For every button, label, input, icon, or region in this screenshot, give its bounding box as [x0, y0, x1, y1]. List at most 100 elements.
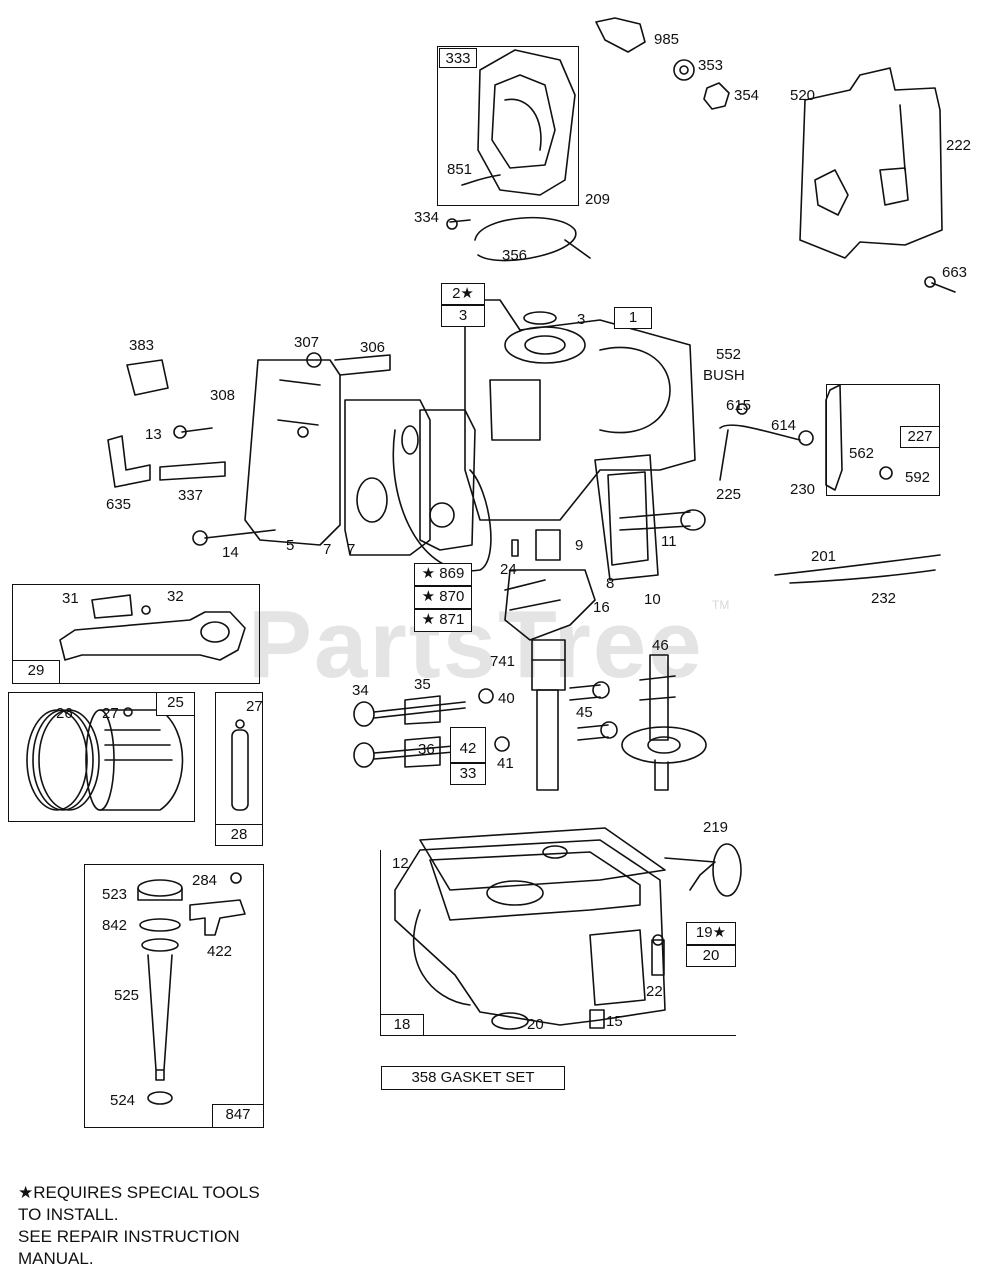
- box-18: 18: [380, 1014, 424, 1036]
- box-333: 333: [439, 48, 477, 68]
- callout-34: 34: [352, 682, 369, 699]
- footnote-line-3: SEE REPAIR INSTRUCTION: [18, 1227, 240, 1246]
- callout-354: 354: [734, 87, 760, 104]
- box-2: 2★: [441, 283, 485, 305]
- gasket-set-label: 358 GASKET SET: [381, 1066, 565, 1090]
- callout-7a: 7: [323, 541, 332, 558]
- footnote: ★REQUIRES SPECIAL TOOLS TO INSTALL. SEE …: [18, 1182, 260, 1270]
- callout-592: 592: [905, 469, 931, 486]
- callout-46: 46: [652, 637, 669, 654]
- control-bracket-drawing: [799, 67, 943, 259]
- callout-985: 985: [654, 31, 680, 48]
- box-19: 19★: [686, 922, 736, 945]
- piston-frame: [8, 692, 195, 822]
- callout-bush: BUSH: [703, 367, 745, 384]
- callout-10: 10: [644, 591, 661, 608]
- watermark: PartsTree: [248, 591, 704, 698]
- callout-842: 842: [102, 917, 128, 934]
- box-25: 25: [156, 692, 195, 716]
- callout-356: 356: [502, 247, 528, 264]
- box-20: 20: [686, 945, 736, 967]
- connecting-rod-drawing: [59, 594, 246, 661]
- callout-40: 40: [498, 690, 515, 707]
- callout-334: 334: [414, 209, 440, 226]
- callout-219: 219: [703, 819, 729, 836]
- box-869: ★ 869: [414, 563, 472, 586]
- box-870: ★ 870: [414, 586, 472, 609]
- callout-35: 35: [414, 676, 431, 693]
- callout-15: 15: [606, 1013, 623, 1030]
- callout-523: 523: [102, 886, 128, 903]
- box-1: 1: [614, 307, 652, 329]
- callout-614: 614: [771, 417, 797, 434]
- callout-20: 20: [527, 1016, 544, 1033]
- callout-201: 201: [811, 548, 837, 565]
- footnote-line-1: ★REQUIRES SPECIAL TOOLS: [18, 1183, 260, 1202]
- callout-32: 32: [167, 588, 184, 605]
- callout-284: 284: [192, 872, 218, 889]
- wrist-pin-frame: [215, 692, 263, 846]
- callout-222: 222: [946, 137, 972, 154]
- callout-16: 16: [593, 599, 610, 616]
- callout-741: 741: [490, 653, 516, 670]
- box-847: 847: [212, 1104, 264, 1128]
- box-28: 28: [215, 824, 263, 846]
- callout-9: 9: [575, 537, 584, 554]
- callout-353: 353: [698, 57, 724, 74]
- footnote-line-4: MANUAL.: [18, 1249, 94, 1268]
- callout-41: 41: [497, 755, 514, 772]
- box-3: 3: [441, 305, 485, 327]
- callout-7b: 7: [347, 541, 356, 558]
- box-42: 42: [450, 727, 486, 763]
- callout-11: 11: [661, 533, 677, 550]
- callout-307: 307: [294, 334, 320, 351]
- oil-sump-drawing: [394, 839, 666, 1030]
- ignition-coil-drawing: [461, 49, 576, 196]
- box-871: ★ 871: [414, 609, 472, 632]
- callout-422: 422: [207, 943, 233, 960]
- callout-552: 552: [716, 346, 742, 363]
- callout-524: 524: [110, 1092, 136, 1109]
- callout-308: 308: [210, 387, 236, 404]
- box-227: 227: [900, 426, 940, 448]
- dipstick-drawing: [137, 872, 246, 1105]
- callout-337: 337: [178, 487, 204, 504]
- callout-306: 306: [360, 339, 386, 356]
- dipstick-frame: [84, 864, 264, 1128]
- callout-225: 225: [716, 486, 742, 503]
- callout-663: 663: [942, 264, 968, 281]
- callout-5: 5: [286, 537, 295, 554]
- callout-22: 22: [646, 983, 663, 1000]
- callout-45: 45: [576, 704, 593, 721]
- callout-27a: 27: [102, 705, 119, 722]
- callout-3: 3: [577, 311, 586, 328]
- camshaft-drawing: [621, 654, 707, 791]
- connecting-rod-frame: [12, 584, 260, 684]
- callout-36: 36: [418, 741, 435, 758]
- box-33: 33: [450, 763, 486, 785]
- callout-8: 8: [606, 575, 615, 592]
- callout-13: 13: [145, 426, 162, 443]
- callout-24: 24: [500, 561, 517, 578]
- callout-209: 209: [585, 191, 611, 208]
- callout-12: 12: [392, 855, 409, 872]
- callout-31: 31: [62, 590, 79, 607]
- callout-27b: 27: [246, 698, 263, 715]
- callout-26: 26: [56, 705, 73, 722]
- footnote-line-2: TO INSTALL.: [18, 1205, 119, 1224]
- cylinder-block-drawing: [464, 299, 696, 521]
- callout-520: 520: [790, 87, 816, 104]
- callout-525: 525: [114, 987, 140, 1004]
- callout-635: 635: [106, 496, 132, 513]
- coil-frame: [437, 46, 579, 206]
- callout-383: 383: [129, 337, 155, 354]
- watermark-tm: TM: [712, 598, 730, 612]
- wire-356-drawing: [474, 216, 577, 262]
- callout-230: 230: [790, 481, 816, 498]
- callout-562: 562: [849, 445, 875, 462]
- callout-14: 14: [222, 544, 239, 561]
- breather-cover-drawing: [594, 454, 659, 581]
- valves-drawing: [353, 688, 510, 768]
- callout-615: 615: [726, 397, 752, 414]
